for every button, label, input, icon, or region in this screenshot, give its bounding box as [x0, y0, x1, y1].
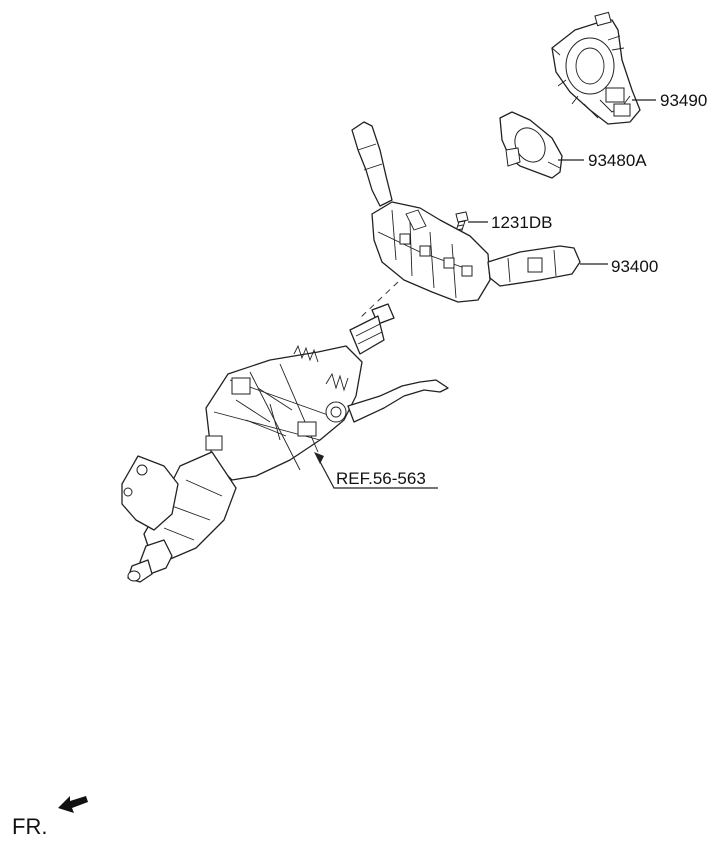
steering-column-arrowhead	[314, 452, 324, 464]
steering-column-drawing	[121, 303, 449, 583]
steering-column-label: REF.56-563	[336, 469, 426, 488]
front-marker-label: FR.	[12, 814, 47, 839]
alignment-dash	[359, 281, 399, 319]
clock-spring-label: 93490	[660, 91, 707, 110]
switch-assembly-label: 93400	[611, 257, 658, 276]
sensor-ring-label: 93480A	[588, 151, 647, 170]
sensor-ring-drawing	[499, 111, 563, 179]
switch-assembly-drawing	[351, 121, 581, 303]
clock-spring-drawing	[551, 11, 641, 125]
steering-column-leader	[317, 457, 438, 489]
front-arrow-icon	[58, 796, 88, 813]
front-marker: FR.	[12, 796, 88, 839]
bolt-label: 1231DB	[491, 213, 552, 232]
